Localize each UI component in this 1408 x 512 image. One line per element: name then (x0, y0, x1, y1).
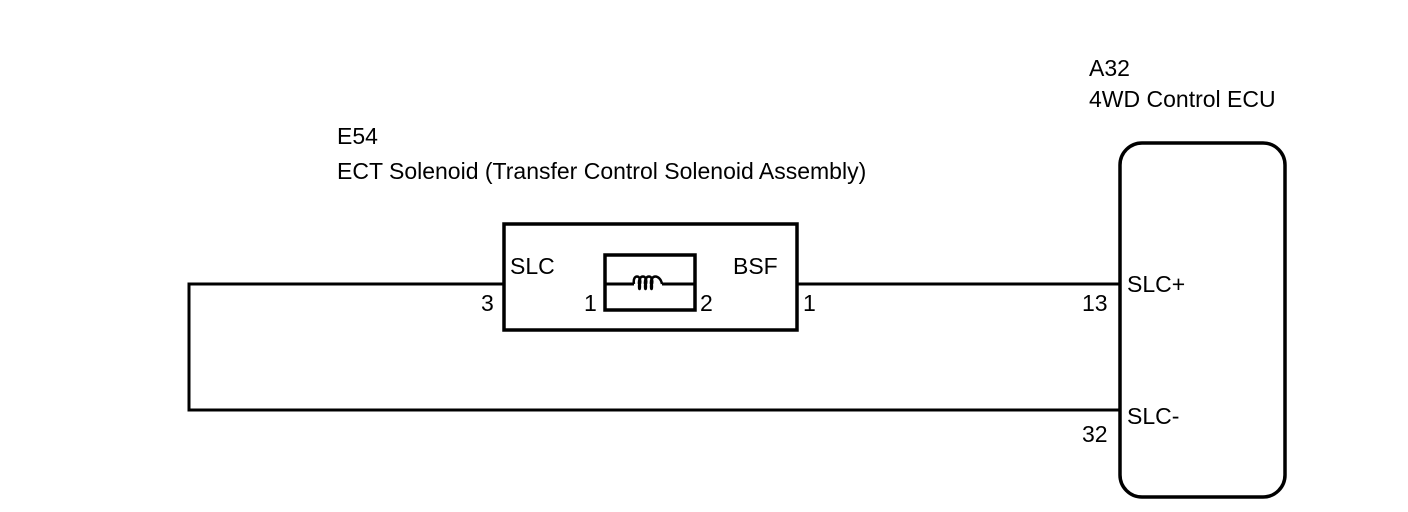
ecu-box (1118, 141, 1287, 499)
pin-outer-right: 1 (803, 290, 816, 316)
pin-13: 13 (1082, 290, 1108, 316)
coil-icon (632, 275, 664, 291)
wire-slc-to-slc-minus (187, 282, 1120, 412)
pin-outer-left: 3 (481, 290, 494, 316)
terminal-name-bsf: BSF (733, 253, 778, 279)
terminal-name-slc: SLC (510, 253, 555, 279)
ecu-name: 4WD Control ECU (1089, 86, 1276, 112)
pin-32: 32 (1082, 421, 1108, 447)
pin-inner-left: 1 (584, 290, 597, 316)
ecu-code: A32 (1089, 55, 1130, 81)
pin-inner-right: 2 (700, 290, 713, 316)
terminal-name-slc-plus: SLC+ (1127, 271, 1185, 297)
terminal-name-slc-minus: SLC- (1127, 403, 1179, 429)
solenoid-name: ECT Solenoid (Transfer Control Solenoid … (337, 158, 866, 184)
solenoid-code: E54 (337, 123, 378, 149)
